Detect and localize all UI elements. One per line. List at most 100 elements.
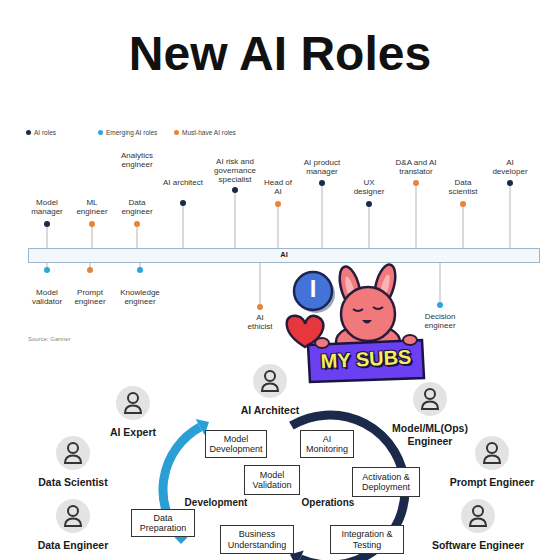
legend-swatch — [174, 130, 179, 135]
person-icon — [56, 499, 90, 533]
legend-text: AI roles — [34, 129, 56, 136]
person-icon — [413, 382, 447, 416]
icon-head — [128, 393, 138, 403]
role-label: AI product manager — [297, 159, 347, 177]
source-note: Source: Gartner — [28, 336, 92, 343]
role-stem — [463, 204, 464, 248]
role-stem — [369, 204, 370, 248]
role-label: Data scientist — [443, 179, 483, 197]
role-label: Model manager — [27, 199, 67, 217]
role-person: AI Architect — [220, 364, 320, 417]
role-stem — [47, 224, 48, 248]
role-label: Data engineer — [117, 199, 157, 217]
icon-circle — [413, 382, 447, 416]
sticker-text: I — [301, 277, 325, 301]
role-title: Data Engineer — [23, 539, 123, 552]
speech-bubble — [294, 272, 332, 310]
role-dot — [437, 302, 443, 308]
role-dot — [413, 180, 419, 186]
role-dot — [87, 267, 93, 273]
role-dot — [180, 200, 186, 206]
person-icon — [475, 436, 509, 470]
icon-body — [262, 384, 278, 392]
icon-circle — [56, 499, 90, 533]
process-box: Activation & Deployment — [352, 467, 420, 497]
role-person: Model/ML(Ops) Engineer — [380, 382, 480, 447]
icon-circle — [253, 364, 287, 398]
role-title: AI Expert — [88, 426, 178, 439]
icon-circle — [475, 436, 509, 470]
role-dot — [275, 201, 281, 207]
bunny-head — [341, 287, 395, 341]
process-box: Data Preparation — [131, 509, 195, 537]
icon-head — [425, 389, 435, 399]
role-label: UX designer — [349, 179, 389, 197]
role-stem — [440, 263, 441, 305]
role-stem — [510, 183, 511, 248]
icon-body — [65, 519, 81, 527]
role-stem — [183, 203, 184, 248]
role-title: Data Scientist — [23, 476, 123, 489]
icon-circle — [56, 436, 90, 470]
phase-label: Operations — [293, 497, 363, 508]
bunny-eye — [373, 307, 383, 309]
role-dot — [89, 221, 95, 227]
role-stem — [137, 224, 138, 248]
role-stem — [322, 183, 323, 248]
box-label: Integration & Testing — [333, 529, 401, 550]
bunny-paw — [403, 335, 417, 345]
role-title: Prompt Engineer — [437, 476, 547, 489]
legend-item: AI roles — [26, 129, 56, 136]
legend-swatch — [26, 130, 31, 135]
role-label: Analytics engineer — [115, 152, 159, 170]
icon-circle — [461, 499, 495, 533]
band-label: AI — [280, 251, 288, 260]
role-person: Data Engineer — [23, 499, 123, 552]
legend-item: Must-have AI roles — [174, 129, 236, 136]
role-title: Software Engineer — [418, 539, 538, 552]
process-box: Model Validation — [244, 465, 300, 495]
legend-swatch — [98, 130, 103, 135]
role-dot — [137, 267, 143, 273]
process-box: Business Understanding — [220, 525, 294, 554]
role-dot — [366, 201, 372, 207]
process-box: Model Development — [205, 430, 267, 458]
role-label: Knowledge engineer — [117, 289, 163, 307]
person-icon — [56, 436, 90, 470]
process-box: AI Monitoring — [300, 430, 354, 458]
legend-text: Must-have AI roles — [182, 129, 236, 136]
role-label: Head of AI — [260, 179, 296, 197]
role-label: Prompt engineer — [70, 289, 110, 307]
icon-circle — [116, 386, 150, 420]
role-dot — [134, 221, 140, 227]
role-stem — [235, 190, 236, 248]
role-title: AI Architect — [220, 404, 320, 417]
role-dot — [460, 201, 466, 207]
bunny-sticker — [287, 262, 424, 382]
icon-body — [65, 456, 81, 464]
icon-head — [473, 506, 483, 516]
icon-body — [125, 406, 141, 414]
box-label: AI Monitoring — [303, 434, 351, 455]
role-label: AI ethicist — [245, 314, 275, 332]
bunny-paw — [315, 338, 329, 348]
role-person: Prompt Engineer — [437, 436, 547, 489]
person-icon — [461, 499, 495, 533]
role-person: Software Engineer — [418, 499, 538, 552]
icon-body — [470, 519, 486, 527]
phase-label: Development — [174, 497, 258, 508]
role-dot — [257, 304, 263, 310]
timeline-markers — [44, 180, 513, 310]
role-stem — [278, 204, 279, 248]
process-box: Integration & Testing — [330, 525, 404, 554]
role-person: AI Expert — [88, 386, 178, 439]
bunny-mouth — [362, 320, 372, 324]
legend-item: Emerging AI roles — [98, 129, 157, 136]
role-label: AI developer — [490, 159, 530, 177]
icon-body — [484, 456, 500, 464]
role-title: Model/ML(Ops) Engineer — [380, 422, 480, 447]
